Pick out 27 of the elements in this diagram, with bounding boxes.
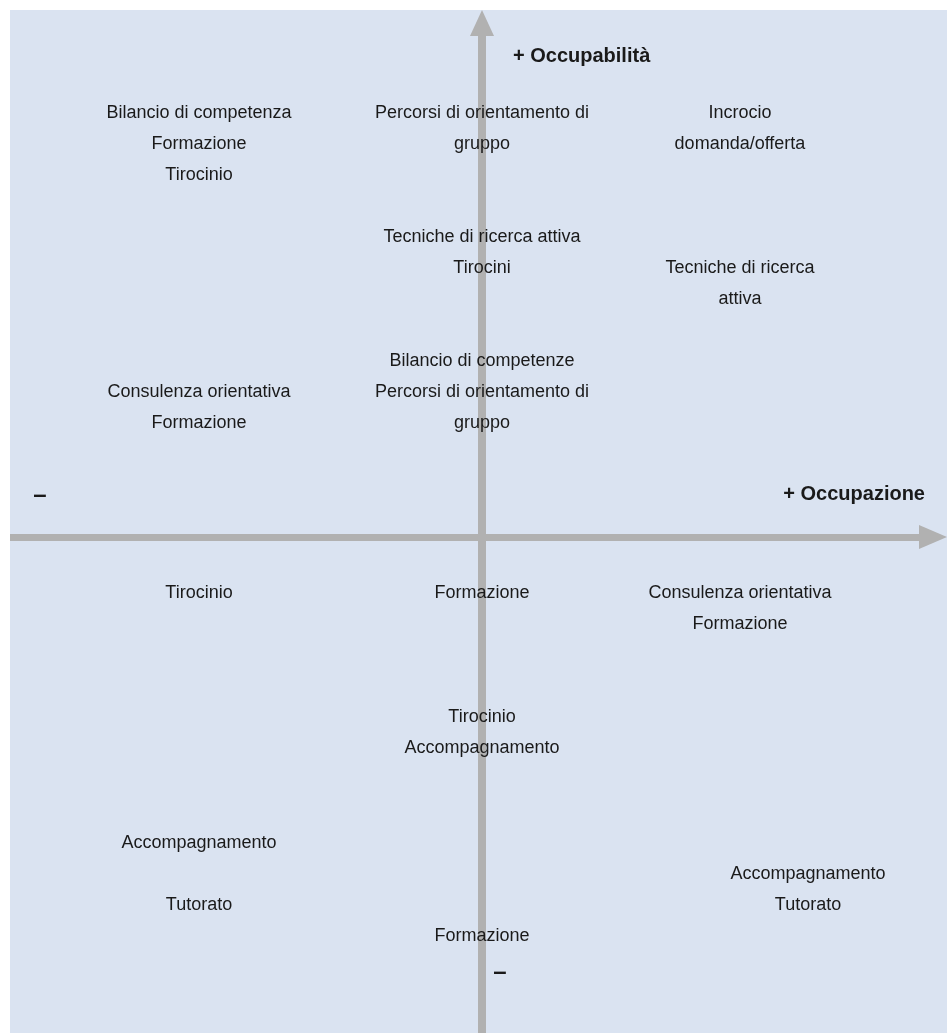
- activity-label: Consulenza orientativa: [107, 380, 291, 403]
- activity-label: Bilancio di competenza: [106, 101, 292, 124]
- activity-label: Tirocini: [453, 256, 511, 279]
- activity-label: Accompagnamento: [730, 862, 886, 885]
- activity-label: Percorsi di orientamento di gruppo: [373, 380, 591, 434]
- activity-label: Incrocio domanda/offerta: [673, 101, 807, 155]
- axis-label: –: [492, 956, 508, 986]
- activity-label: Tirocinio: [448, 705, 516, 728]
- activity-label: Formazione: [434, 581, 530, 604]
- activity-label: Bilancio di competenze: [389, 349, 575, 372]
- activity-label: Accompagnamento: [404, 736, 560, 759]
- activity-label: Formazione: [434, 924, 530, 947]
- axis-label: + Occupazione: [783, 481, 925, 506]
- activity-label: Tutorato: [165, 893, 233, 916]
- axis-label: + Occupabilità: [513, 43, 651, 68]
- axis-label: –: [32, 479, 48, 509]
- activity-label: Tirocinio: [165, 163, 233, 186]
- activity-label: Tirocinio: [165, 581, 233, 604]
- activity-label: Formazione: [151, 132, 247, 155]
- activity-label: Formazione: [151, 411, 247, 434]
- activity-label: Percorsi di orientamento di gruppo: [373, 101, 591, 155]
- activity-label: Consulenza orientativa: [648, 581, 832, 604]
- activity-label: Tecniche di ricerca attiva: [383, 225, 581, 248]
- activity-label: Formazione: [692, 612, 788, 635]
- activity-label: Tutorato: [774, 893, 842, 916]
- activity-label: Accompagnamento: [121, 831, 277, 854]
- activity-label: Tecniche di ricerca attiva: [664, 256, 816, 310]
